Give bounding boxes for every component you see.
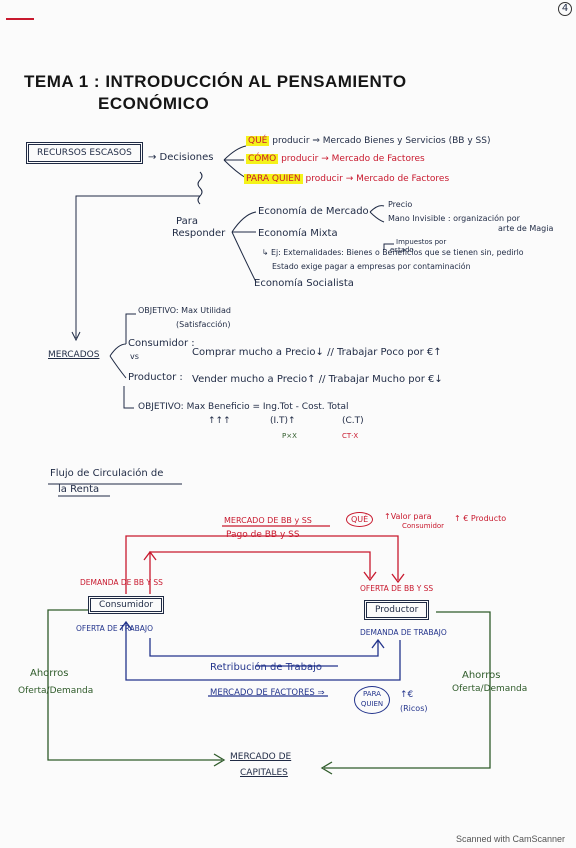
para-quien-label: PARA QUIEN <box>244 174 303 184</box>
demanda-trabajo: DEMANDA DE TRABAJO <box>360 628 447 637</box>
ct-label: (C.T) <box>342 416 364 426</box>
como-row: CÓMO producir → Mercado de Factores <box>246 154 425 164</box>
ejemplo-externalidades: ↳ Ej: Externalidades: Bienes o Beneficio… <box>262 248 524 257</box>
ricos-label: (Ricos) <box>400 704 428 713</box>
flujo-title-1: Flujo de Circulación de <box>50 468 164 479</box>
red-mark <box>6 18 34 20</box>
ejemplo-contaminacion: Estado exige pagar a empresas por contam… <box>272 262 471 271</box>
footer-scanner: Scanned with CamScanner <box>456 834 566 844</box>
estado-label: estado <box>390 246 414 254</box>
euro-producto: ↑ € Producto <box>454 514 507 523</box>
productor-line: Vender mucho a Precio↑ // Trabajar Mucho… <box>192 374 443 385</box>
oferta-demanda-right: Oferta/Demanda <box>452 684 528 694</box>
como-text: producir → Mercado de Factores <box>281 154 425 164</box>
pxx-label: P×X <box>282 432 297 440</box>
objetivo-utilidad: OBJETIVO: Max Utilidad <box>138 306 231 315</box>
decisiones-label: → Decisiones <box>148 152 214 163</box>
que-label: QUÉ <box>246 136 270 146</box>
que-text: producir ⇒ Mercado Bienes y Servicios (B… <box>272 136 491 146</box>
economia-mercado: Economía de Mercado <box>258 206 369 217</box>
recursos-escasos-box: RECURSOS ESCASOS <box>26 142 143 164</box>
como-label: CÓMO <box>246 154 279 164</box>
para-quien-circle-2: QUIEN <box>360 700 384 708</box>
objetivo-beneficio: OBJETIVO: Max Beneficio = Ing.Tot - Cost… <box>138 402 349 412</box>
mano-invisible-1: Mano Invisible : organización por <box>388 214 520 223</box>
impuestos-label: Impuestos por <box>396 238 447 246</box>
para-label: Para <box>176 216 198 227</box>
arrows-up: ↑↑↑ <box>208 416 231 426</box>
consumidor-box-label: Consumidor <box>99 600 154 610</box>
economia-mixta: Economía Mixta <box>258 228 338 239</box>
mercados-label: MERCADOS <box>48 350 100 360</box>
euro-ricos: ↑€ <box>400 690 414 700</box>
para-quien-circle: PARA QUIEN <box>354 686 390 714</box>
productor-label: Productor : <box>128 372 183 383</box>
consumidor-box: Consumidor <box>88 596 165 614</box>
productor-box-label: Productor <box>375 605 419 615</box>
ahorros-right: Ahorros <box>462 670 501 681</box>
mercado-capitales-2: CAPITALES <box>240 768 288 778</box>
valor-consumidor: ↑Valor para <box>384 512 432 521</box>
precio-label: Precio <box>388 200 413 209</box>
page-title-line2: ECONÓMICO <box>98 94 210 113</box>
que-circle: QUÉ <box>346 512 374 527</box>
para-quien-row: PARA QUIEN producir → Mercado de Factore… <box>244 174 449 184</box>
pago-bbss: Pago de BB y SS <box>226 530 300 540</box>
oferta-bbss: OFERTA DE BB Y SS <box>360 584 434 593</box>
ahorros-left: Ahorros <box>30 668 69 679</box>
page-title-line1: TEMA 1 : INTRODUCCIÓN AL PENSAMIENTO <box>24 72 407 91</box>
mercado-bbss: MERCADO DE BB y SS <box>224 516 312 525</box>
mercado-factores: MERCADO DE FACTORES ⇒ <box>210 688 325 698</box>
para-quien-text: producir → Mercado de Factores <box>305 174 450 184</box>
consumidor-label: Consumidor : <box>128 338 195 349</box>
mano-invisible-2: arte de Magia <box>498 224 554 233</box>
mercado-capitales-1: MERCADO DE <box>230 752 292 762</box>
demanda-bbss: DEMANDA DE BB Y SS <box>80 578 163 587</box>
productor-box: Productor <box>364 600 430 620</box>
flujo-title-2: la Renta <box>58 484 100 495</box>
economia-socialista: Economía Socialista <box>254 278 354 289</box>
page-number: 4 <box>558 2 572 16</box>
recursos-escasos-label: RECURSOS ESCASOS <box>37 148 132 158</box>
ctx-label: CT·X <box>342 432 359 440</box>
vs-label: vs <box>130 352 139 361</box>
para-quien-circle-1: PARA <box>363 690 381 698</box>
it-label: (I.T)↑ <box>270 416 296 426</box>
responder-label: Responder <box>172 228 226 239</box>
oferta-demanda-left: Oferta/Demanda <box>18 686 94 696</box>
retribucion-trabajo: Retribución de Trabajo <box>210 662 322 673</box>
que-row: QUÉ producir ⇒ Mercado Bienes y Servicio… <box>246 136 490 146</box>
consumidor-line: Comprar mucho a Precio↓ // Trabajar Poco… <box>192 347 442 358</box>
satisfaccion: (Satisfacción) <box>176 320 231 329</box>
consumidor-small: Consumidor <box>402 522 445 530</box>
oferta-trabajo: OFERTA DE TRABAJO <box>76 624 154 633</box>
